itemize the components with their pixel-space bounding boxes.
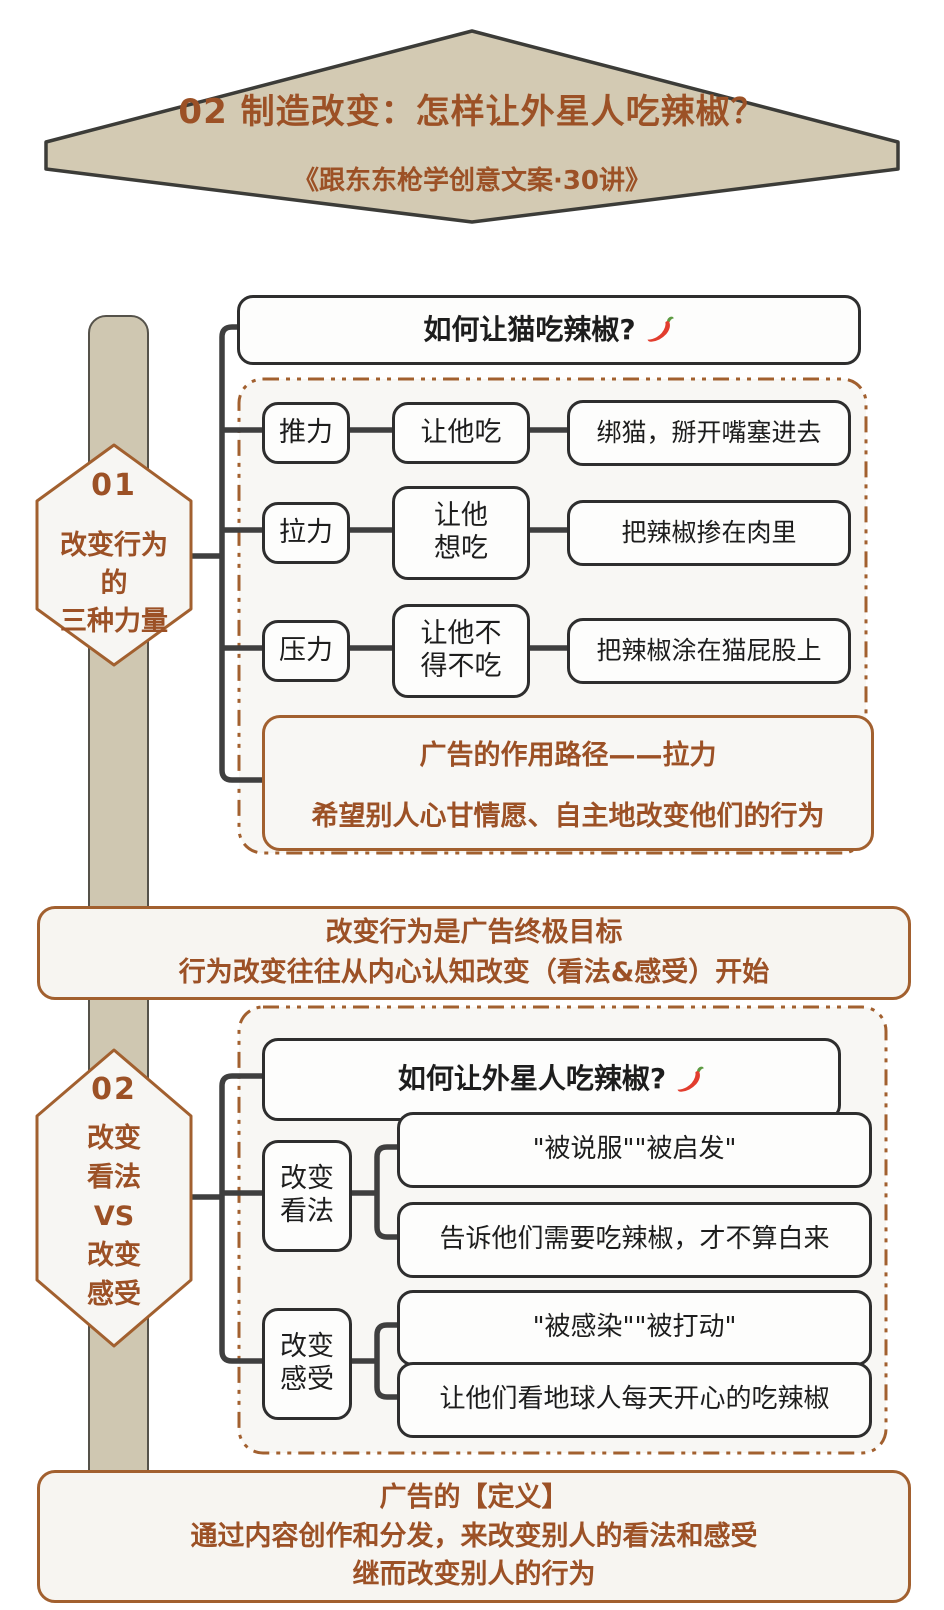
divider-line1: 改变行为是广告终极目标 xyxy=(325,917,623,949)
group-box-change-feeling: 改变 感受 xyxy=(262,1308,352,1420)
section2-question-text: 如何让外星人吃辣椒? xyxy=(397,1062,667,1096)
chili-pepper-icon xyxy=(647,316,674,342)
goal-box-make-him-eat: 让他吃 xyxy=(392,402,530,464)
section2-badge-title: 改变 看法 VS 改变 感受 xyxy=(87,1123,141,1310)
section1-question-box: 如何让猫吃辣椒? xyxy=(237,295,861,365)
section1-badge: 01 改变行为 的 三种力量 xyxy=(35,468,193,641)
section2-hexagon-shape xyxy=(35,1048,193,1348)
section2-badge-number: 02 xyxy=(91,1072,137,1107)
title-banner-shape xyxy=(44,29,900,224)
section1-summary-box: 广告的作用路径——拉力 希望别人心甘情愿、自主地改变他们的行为 xyxy=(262,715,874,851)
section1-badge-title: 改变行为 的 三种力量 xyxy=(60,530,168,637)
footer-line1: 广告的【定义】 xyxy=(379,1481,569,1513)
section2-badge: 02 改变 看法 VS 改变 感受 xyxy=(35,1072,193,1314)
footer-line3: 继而改变别人的行为 xyxy=(352,1559,596,1591)
method-box-tie-cat: 绑猫，掰开嘴塞进去 xyxy=(567,400,851,466)
child-box-tell-them-eat: 告诉他们需要吃辣椒，才不算白来 xyxy=(397,1202,872,1278)
child-box-infected-moved: "被感染""被打动" xyxy=(397,1290,872,1366)
section1-hexagon-shape xyxy=(35,443,193,667)
section1-summary-line1: 广告的作用路径——拉力 xyxy=(419,740,717,771)
method-box-mix-meat: 把辣椒掺在肉里 xyxy=(567,500,851,566)
child-box-persuaded-inspired: "被说服""被启发" xyxy=(397,1112,872,1188)
goal-box-make-him-want: 让他 想吃 xyxy=(392,486,530,580)
force-box-pull: 拉力 xyxy=(262,502,350,564)
child-box-watch-earthlings: 让他们看地球人每天开心的吃辣椒 xyxy=(397,1362,872,1438)
footer-line2: 通过内容创作和分发，来改变别人的看法和感受 xyxy=(190,1520,758,1552)
force-box-pressure: 压力 xyxy=(262,620,350,682)
divider-line2: 行为改变往往从内心认知改变（看法&感受）开始 xyxy=(178,957,770,988)
goal-box-must-eat: 让他不 得不吃 xyxy=(392,604,530,698)
section1-question-text: 如何让猫吃辣椒? xyxy=(423,312,636,346)
footer-definition-banner: 广告的【定义】 通过内容创作和分发，来改变别人的看法和感受 继而改变别人的行为 xyxy=(37,1470,911,1603)
page-title: 02 制造改变：怎样让外星人吃辣椒？ xyxy=(178,92,766,132)
method-box-smear-butt: 把辣椒涂在猫屁股上 xyxy=(567,618,851,684)
page-subtitle: 《跟东东枪学创意文案·30讲》 xyxy=(292,166,652,196)
force-box-push: 推力 xyxy=(262,402,350,464)
group-box-change-opinion: 改变 看法 xyxy=(262,1140,352,1252)
chili-pepper-icon xyxy=(677,1066,704,1092)
section1-summary-line2: 希望别人心甘情愿、自主地改变他们的行为 xyxy=(311,801,825,832)
divider-banner: 改变行为是广告终极目标 行为改变往往从内心认知改变（看法&感受）开始 xyxy=(37,906,911,1000)
section2-question-box: 如何让外星人吃辣椒? xyxy=(262,1038,841,1121)
section1-badge-number: 01 xyxy=(91,468,137,503)
